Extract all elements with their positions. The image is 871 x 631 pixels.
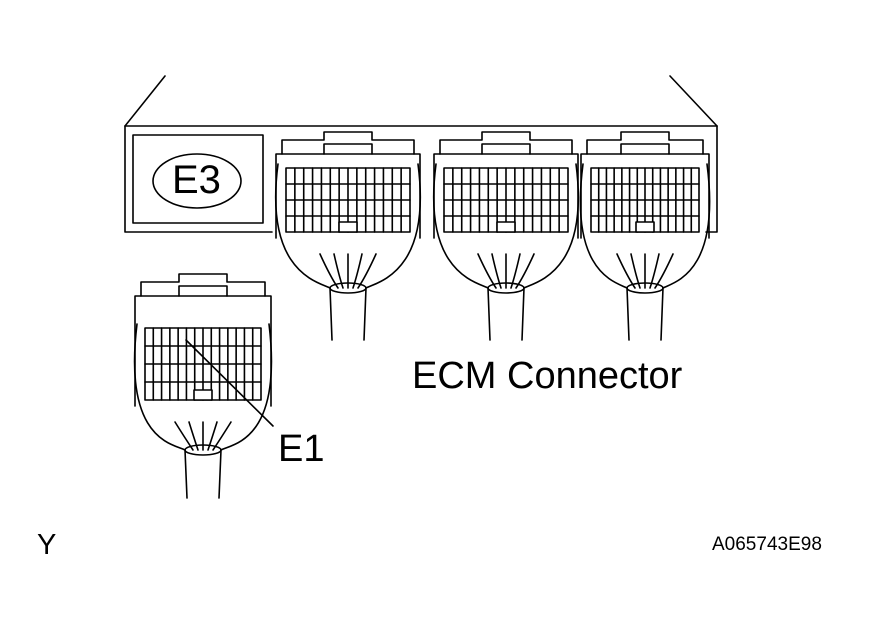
ecm-connector-middle (433, 131, 579, 341)
e1-leader-line (185, 339, 274, 427)
ecm-connector-left (275, 131, 421, 341)
e1-label: E1 (278, 428, 325, 470)
corner-letter: Y (37, 529, 57, 561)
e3-badge (152, 153, 242, 209)
ecm-connector-label: ECM Connector (412, 355, 683, 397)
e3-label: E3 (172, 158, 221, 202)
e1-connector (133, 273, 273, 499)
ecm-housing (124, 75, 718, 233)
figure-code: A065743E98 (712, 534, 822, 555)
ecm-connector-right (579, 131, 711, 341)
